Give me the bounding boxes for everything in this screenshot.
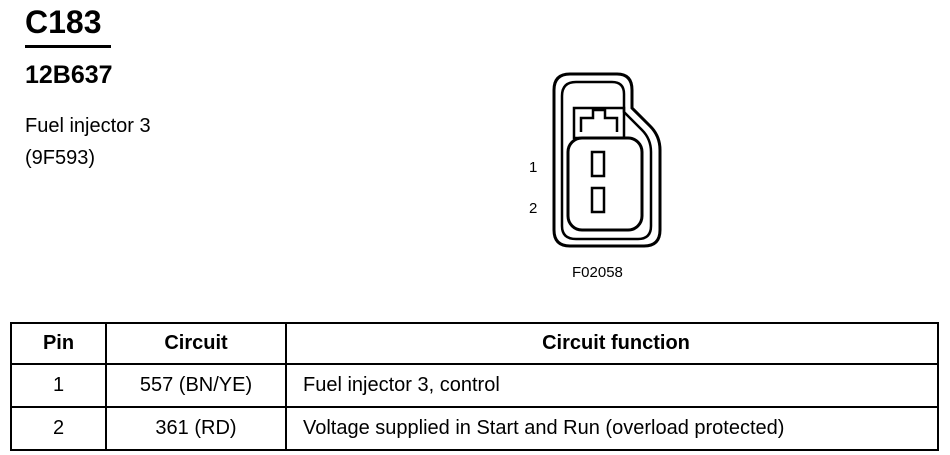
table-header-row: Pin Circuit Circuit function xyxy=(10,322,939,365)
header-circuit: Circuit xyxy=(105,322,287,365)
cell-circuit: 361 (RD) xyxy=(105,406,287,451)
table-row: 2 361 (RD) Voltage supplied in Start and… xyxy=(10,406,939,451)
header-circuit-function: Circuit function xyxy=(285,322,939,365)
cell-circuit: 557 (BN/YE) xyxy=(105,363,287,408)
cell-pin: 1 xyxy=(10,363,107,408)
component-code: (9F593) xyxy=(25,147,96,169)
pin-cavity-body xyxy=(566,136,644,232)
pinout-table: Pin Circuit Circuit function 1 557 (BN/Y… xyxy=(10,322,939,451)
cell-function: Fuel injector 3, control xyxy=(285,363,939,408)
title-underline xyxy=(25,45,111,48)
connector-id: C183 xyxy=(25,4,102,40)
locking-tab-notch xyxy=(579,108,619,132)
table-row: 1 557 (BN/YE) Fuel injector 3, control xyxy=(10,363,939,408)
cell-function: Voltage supplied in Start and Run (overl… xyxy=(285,406,939,451)
pin-1-terminal xyxy=(590,150,606,178)
header-pin: Pin xyxy=(10,322,107,365)
pin-label-2: 2 xyxy=(529,200,538,217)
connector-housing-outline xyxy=(552,72,662,248)
part-number: 12B637 xyxy=(25,61,113,89)
component-description: Fuel injector 3 xyxy=(25,115,151,137)
pin-label-1: 1 xyxy=(529,159,538,176)
connector-housing-inner xyxy=(560,80,653,241)
connector-face-diagram xyxy=(552,72,662,248)
pin-2-terminal xyxy=(590,186,606,214)
figure-code: F02058 xyxy=(572,264,623,281)
cell-pin: 2 xyxy=(10,406,107,451)
